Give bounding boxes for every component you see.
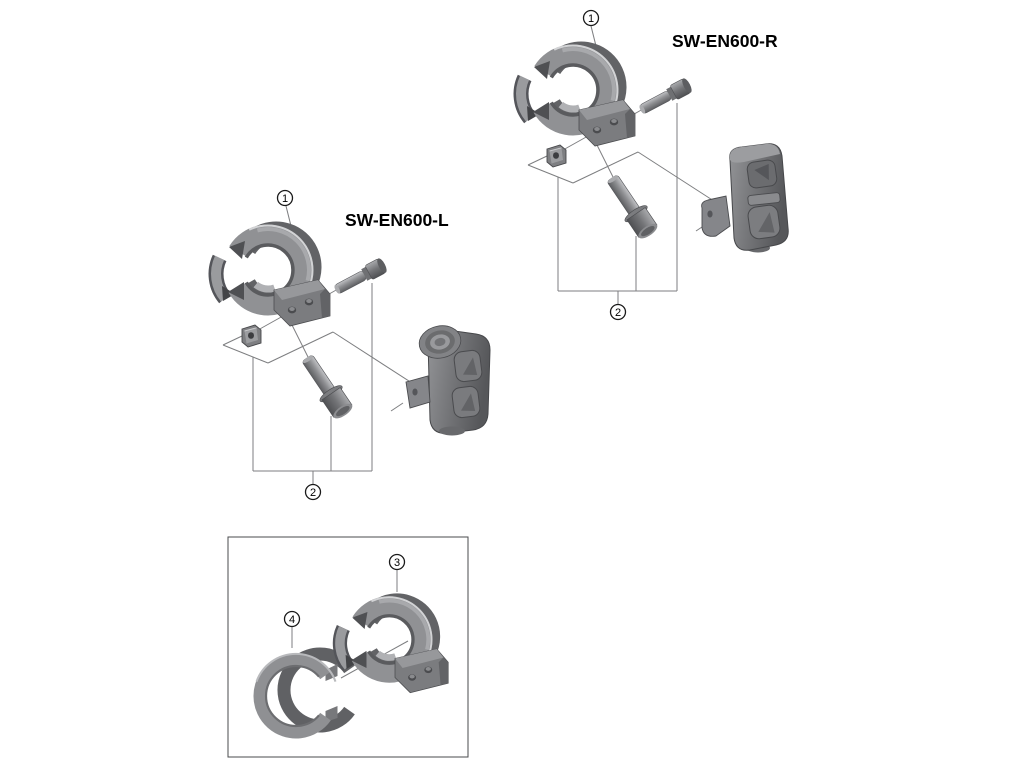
fixing-bolt-illustration-left <box>331 256 389 298</box>
callout-2-right: 2 <box>609 303 627 321</box>
square-nut-illustration-left <box>241 324 262 348</box>
assembly-left: SW-EN600-L 1 2 <box>216 189 491 501</box>
model-label-right: SW-EN600-R <box>672 31 778 51</box>
fixing-bolt-illustration-right <box>636 76 694 118</box>
svg-text:4: 4 <box>289 614 295 626</box>
callout-4: 4 <box>283 610 301 628</box>
clamp-bolt-spacer-illustration-right <box>600 169 662 243</box>
callout-3: 3 <box>388 553 406 571</box>
callout-1-left: 1 <box>276 189 294 207</box>
clamp-band-illustration-right <box>521 46 635 146</box>
clamp-bolt-spacer-illustration-left <box>295 349 357 423</box>
switch-unit-illustration-left <box>405 321 491 436</box>
switch-unit-illustration-right <box>701 143 789 253</box>
svg-text:2: 2 <box>310 487 316 499</box>
leader-lines-left <box>222 205 413 484</box>
callout-2-left: 2 <box>304 483 322 501</box>
callout-1-right: 1 <box>582 9 600 27</box>
clamp-band-illustration-left <box>216 226 330 326</box>
svg-text:2: 2 <box>615 307 621 319</box>
svg-text:1: 1 <box>282 193 288 205</box>
svg-text:1: 1 <box>588 13 594 25</box>
model-label-left: SW-EN600-L <box>345 210 449 230</box>
clamp-band-illustration-spare <box>340 597 448 692</box>
rubber-shim-illustration <box>257 654 350 732</box>
assembly-right: SW-EN600-R 1 2 <box>521 9 789 321</box>
svg-text:3: 3 <box>394 557 400 569</box>
spares-box: 3 4 <box>227 536 469 758</box>
square-nut-illustration-right <box>546 144 567 168</box>
spares-box-frame <box>227 536 469 758</box>
